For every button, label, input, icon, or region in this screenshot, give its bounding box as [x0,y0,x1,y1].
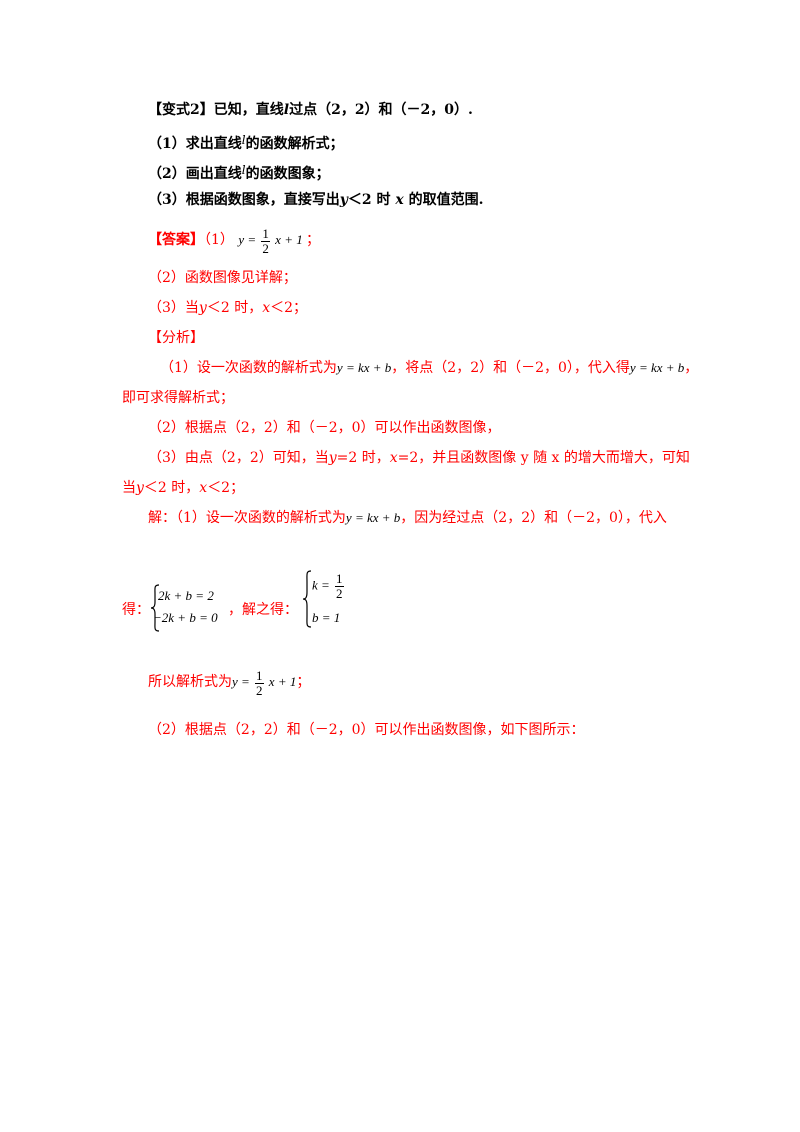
equation-system-1: 2k + b = 2 −2k + b = 0 [150,582,230,634]
analysis-1-text-d: 即可求得解析式； [122,390,234,406]
analysis-3-cont-line: 当y＜2 时，x＜2； [122,478,244,498]
solution-3-eq-rhs: x + 1 [268,674,297,689]
answer-3-x: x [262,300,271,316]
solution-3-end: ； [296,674,311,690]
question-1-line-var: l [241,133,246,147]
answer-1-prefix: （1） [204,232,234,248]
problem-tag: 【变式2】 [148,102,214,118]
system-2-frac-num: 1 [335,571,344,587]
system-2-line-2: b = 1 [312,610,341,625]
question-1-suffix: 的函数解析式； [245,136,344,152]
answer-1-frac-num: 1 [261,225,270,242]
question-3-prefix: （3）根据函数图象，直接写出 [148,192,340,208]
question-2-line-var: l [241,163,246,177]
solution-2-mid-line: ，解之得： [228,600,298,620]
question-3-y: y [339,192,348,208]
analysis-3-text-a: （3）由点（2，2）可知，当 [148,450,329,466]
answer-label: 【答案】 [148,232,204,248]
solution-1-text-b: ，因为经过点（2，2）和（－2，0），代入 [400,510,667,526]
answer-3-line: （3）当y＜2 时，x＜2； [148,298,307,318]
problem-intro-line: 【变式2】已知，直线l过点（2，2）和（－2，0）. [148,100,473,120]
analysis-3-y: y [328,450,337,466]
question-3-suffix: 的取值范围. [408,192,484,208]
analysis-1-text-c: ， [684,360,699,376]
question-3-mid: ＜2 时 [347,192,391,208]
problem-line-var: l [283,102,290,118]
analysis-1-text-b: ，将点（2，2）和（－2，0），代入得 [391,360,630,376]
analysis-3-text-f: ＜2； [207,480,245,496]
system-1-line-1: 2k + b = 2 [158,588,214,603]
analysis-3-y2: y [136,480,144,496]
answer-2-text: （2）函数图像见详解； [148,270,297,286]
question-2-suffix: 的函数图象； [245,166,330,182]
solution-3-eq-lhs: y = [232,674,250,689]
answer-1-eq-lhs: y = [238,232,257,247]
problem-intro-rest: 过点（2，2）和（－2，0）. [289,102,473,118]
solution-3-frac-den: 2 [256,682,263,698]
question-1: （1）求出直线l的函数解析式； [148,130,344,154]
brace-icon [150,584,160,632]
answer-3-prefix: （3）当 [148,300,199,316]
system-1-line-2: −2k + b = 0 [153,610,218,625]
analysis-3-x: x [389,450,398,466]
brace-icon [302,570,312,628]
answer-1-frac-den: 2 [262,240,269,256]
analysis-3-text-e: ＜2 时， [143,480,200,496]
solution-1-eq: y = kx + b [345,510,401,525]
analysis-2-text: （2）根据点（2，2）和（－2，0）可以作出函数图像， [148,420,501,436]
answer-1-end: ； [305,232,320,248]
answer-3-y: y [198,300,207,316]
solution-1-line: 解：（1）设一次函数的解析式为y = kx + b，因为经过点（2，2）和（－2… [148,508,667,528]
solution-3-text-a: 所以解析式为 [148,674,232,690]
question-2-prefix: （2）画出直线 [148,166,242,182]
answer-1-eq-rhs: x + 1 [275,232,303,247]
question-2: （2）画出直线l的函数图象； [148,160,330,184]
solution-4-line: （2）根据点（2，2）和（－2，0）可以作出函数图像，如下图所示： [148,720,585,740]
question-1-prefix: （1）求出直线 [148,136,242,152]
analysis-3-text-b: =2 时， [336,450,390,466]
analysis-label-line: 【分析】 [148,328,204,348]
analysis-1-cont-line: 即可求得解析式； [122,388,234,408]
solution-4-text: （2）根据点（2，2）和（－2，0）可以作出函数图像，如下图所示： [148,722,585,738]
question-3: （3）根据函数图象，直接写出y＜2 时 x 的取值范围. [148,190,484,210]
answer-3-end: ＜2； [270,300,308,316]
problem-intro: 已知，直线 [213,102,284,118]
solution-3-frac-num: 1 [255,667,264,684]
analysis-3-line: （3）由点（2，2）可知，当y=2 时，x=2，并且函数图像 y 随 x 的增大… [148,448,690,468]
analysis-3-text-c: =2，并且函数图像 y 随 x 的增大而增大，可知 [397,450,690,466]
solution-2-text-b: ，解之得： [228,602,298,618]
analysis-1-line: （1）设一次函数的解析式为y = kx + b，将点（2，2）和（－2，0），代… [160,358,698,378]
analysis-label: 【分析】 [148,330,204,346]
solution-2-prefix-line: 得： [122,600,150,620]
analysis-3-x2: x [199,480,208,496]
question-3-x: x [395,192,404,208]
analysis-3-text-d: 当 [122,480,136,496]
analysis-2-line: （2）根据点（2，2）和（－2，0）可以作出函数图像， [148,418,501,438]
solution-2-text-a: 得： [122,602,150,618]
solution-1-text-a: 解：（1）设一次函数的解析式为 [148,510,346,526]
system-2-k: k = [312,577,330,593]
system-2-frac-den: 2 [336,586,343,601]
answer-3-mid: ＜2 时， [206,300,263,316]
analysis-1-text-a: （1）设一次函数的解析式为 [160,360,337,376]
analysis-1-eq2: y = kx + b [629,360,685,375]
analysis-1-eq: y = kx + b [336,360,392,375]
answer-2-line: （2）函数图像见详解； [148,268,297,288]
